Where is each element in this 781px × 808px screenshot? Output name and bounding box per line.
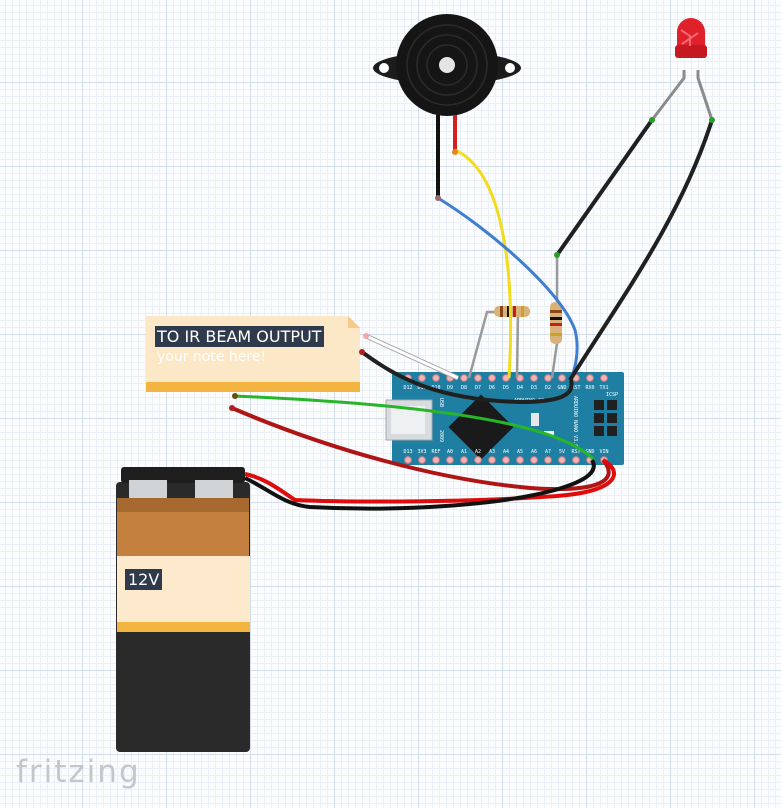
header-pin[interactable] [418,374,426,382]
resistor-2[interactable] [550,255,562,379]
header-pin[interactable] [586,374,594,382]
led-leg-anode [696,70,714,121]
header-pin[interactable] [544,456,552,464]
wire-yellow-buzzer[interactable] [454,148,513,379]
usb-label: USB [438,398,444,407]
buzzer-center [439,57,455,73]
pin-label: TX1 [599,385,608,391]
header-pin[interactable] [530,456,538,464]
pin-label: D6 [489,385,495,391]
wire-red-battery[interactable] [244,458,616,504]
battery-cap [121,467,245,483]
battery-terminal-pos [195,480,233,498]
pin-label: A4 [503,449,509,455]
pin-label: VIN [599,449,608,455]
pin-label: 5V [559,449,565,455]
header-pin[interactable] [432,456,440,464]
pin-label: D12 [403,385,412,391]
header-pin[interactable] [544,374,552,382]
led-dome [677,18,705,45]
pin-label: D11 [417,385,426,391]
led-leg-cathode [650,70,686,121]
wire-blue-buzzer[interactable] [437,196,579,379]
pin-label: 3V3 [417,449,426,455]
header-pin[interactable] [558,456,566,464]
battery-note-bar [117,622,250,632]
pin-label: A2 [475,449,481,455]
led-base [675,45,707,58]
pin-label: RST [571,385,580,391]
pin-label: REF [431,449,440,455]
battery-shadow [117,498,249,512]
pin-label: A7 [545,449,551,455]
fritzing-logo: fritzing [16,754,141,790]
pin-label: D3 [531,385,537,391]
header-pin[interactable] [460,456,468,464]
icsp-header [594,400,617,436]
wire-ends [229,117,715,411]
header-pin[interactable] [446,456,454,464]
wire-dark-red-ir[interactable] [231,406,611,492]
header-pin[interactable] [530,374,538,382]
battery-label: 12V [125,569,163,590]
pin-label: RX0 [585,385,594,391]
pin-label: D8 [461,385,467,391]
wires [231,118,714,511]
board-year: 2009 [438,430,444,442]
ir-note-text: TO IR BEAM OUTPUT [155,326,324,347]
piezo-buzzer[interactable] [373,14,521,196]
header-pin[interactable] [460,374,468,382]
red-led[interactable] [650,18,714,121]
ir-note-bar [146,382,360,392]
pin-label: D9 [447,385,453,391]
wire-black-ir[interactable] [360,350,574,405]
header-pin[interactable] [502,456,510,464]
icsp-label: ICSP [606,392,618,398]
pin-label: GND [557,385,566,391]
pin-label: A1 [461,449,467,455]
header-pin[interactable] [404,456,412,464]
wire-black-led-anode[interactable] [568,119,714,382]
pin-label: A0 [447,449,453,455]
header-pin[interactable] [516,374,524,382]
pin-label: D13 [403,449,412,455]
pin-label: D2 [545,385,551,391]
pin-label: D5 [503,385,509,391]
wire-green-ir[interactable] [234,394,596,462]
wire-black-led-cathode[interactable] [555,118,654,257]
reset-button [531,413,539,426]
pin-label: A3 [489,449,495,455]
header-pin[interactable] [418,456,426,464]
pin-label: GND [585,449,594,455]
pin-label: D7 [475,385,481,391]
board-model: ARDUINO NANO V3.0 [572,396,578,447]
pin-label: RST [571,449,580,455]
pin-label: A6 [531,449,537,455]
ir-note-fold [348,316,360,328]
buzzer-hole-left [379,63,389,73]
resistor-1[interactable] [467,306,530,379]
header-pin[interactable] [572,456,580,464]
header-pin[interactable] [558,374,566,382]
pwr-led [544,431,554,435]
header-pin[interactable] [600,374,608,382]
header-pin[interactable] [474,374,482,382]
pin-label: D10 [431,385,440,391]
header-pin[interactable] [474,456,482,464]
ir-note-placeholder: your note here! [157,349,267,365]
wire-black-battery[interactable] [244,458,596,511]
battery-9v[interactable] [116,467,250,752]
mcu-chip [448,394,514,460]
pin-label: A5 [517,449,523,455]
buzzer-hole-right [505,63,515,73]
wire-white-ir[interactable] [365,334,459,380]
header-pin[interactable] [516,456,524,464]
header-pin[interactable] [488,456,496,464]
pin-label: D4 [517,385,523,391]
battery-terminal-neg [129,480,167,498]
header-pin[interactable] [488,374,496,382]
header-pin[interactable] [432,374,440,382]
